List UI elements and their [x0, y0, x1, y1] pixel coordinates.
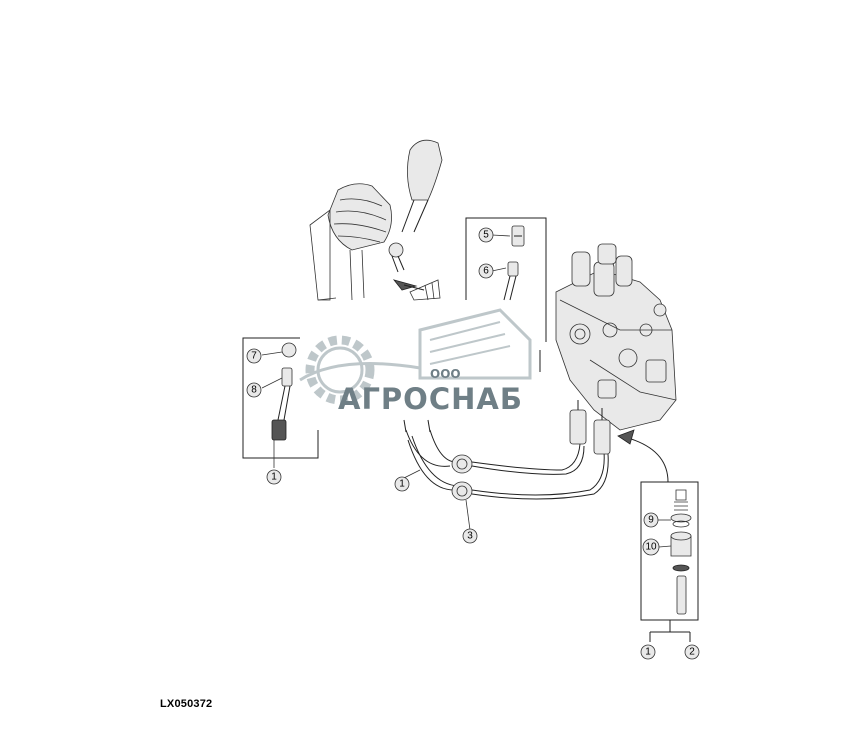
- callout-6-label: 6: [483, 266, 489, 277]
- callout-8-label: 8: [251, 385, 257, 396]
- callout-3: 3: [462, 528, 478, 544]
- callout-1-right-label: 1: [645, 647, 651, 658]
- callout-8: 8: [246, 382, 262, 398]
- callout-5: 5: [478, 227, 494, 243]
- callout-1-center: 1: [394, 476, 410, 492]
- callout-7: 7: [246, 348, 262, 364]
- inset-box-parts-7-8: [242, 337, 319, 468]
- detail-arrow: [617, 429, 669, 483]
- callout-5-label: 5: [483, 230, 489, 241]
- callout-1-center-label: 1: [399, 479, 405, 490]
- callout-10-label: 10: [645, 542, 657, 553]
- callout-3-label: 3: [467, 531, 473, 542]
- inset-box-parts-9-10: [640, 481, 699, 642]
- joystick-lever-assembly: [309, 139, 443, 301]
- callout-10: 10: [642, 538, 660, 556]
- callout-6: 6: [478, 263, 494, 279]
- callout-1-left: 1: [266, 469, 282, 485]
- inset-box-parts-5-6: [465, 217, 547, 342]
- callout-9: 9: [643, 512, 659, 528]
- hydraulic-hoses: [403, 400, 611, 531]
- callout-7-label: 7: [251, 351, 257, 362]
- callout-9-label: 9: [648, 515, 654, 526]
- callout-2-label: 2: [689, 647, 695, 658]
- callout-2: 2: [684, 644, 700, 660]
- watermark-prefix: ООО: [430, 367, 461, 381]
- callout-1-left-label: 1: [271, 472, 277, 483]
- watermark-company-name: АГРОСНАБ: [338, 382, 523, 416]
- control-valve-block: [539, 243, 677, 431]
- figure-id: LX050372: [160, 698, 213, 710]
- callout-1-right: 1: [640, 644, 656, 660]
- watermark-logo: [299, 308, 532, 405]
